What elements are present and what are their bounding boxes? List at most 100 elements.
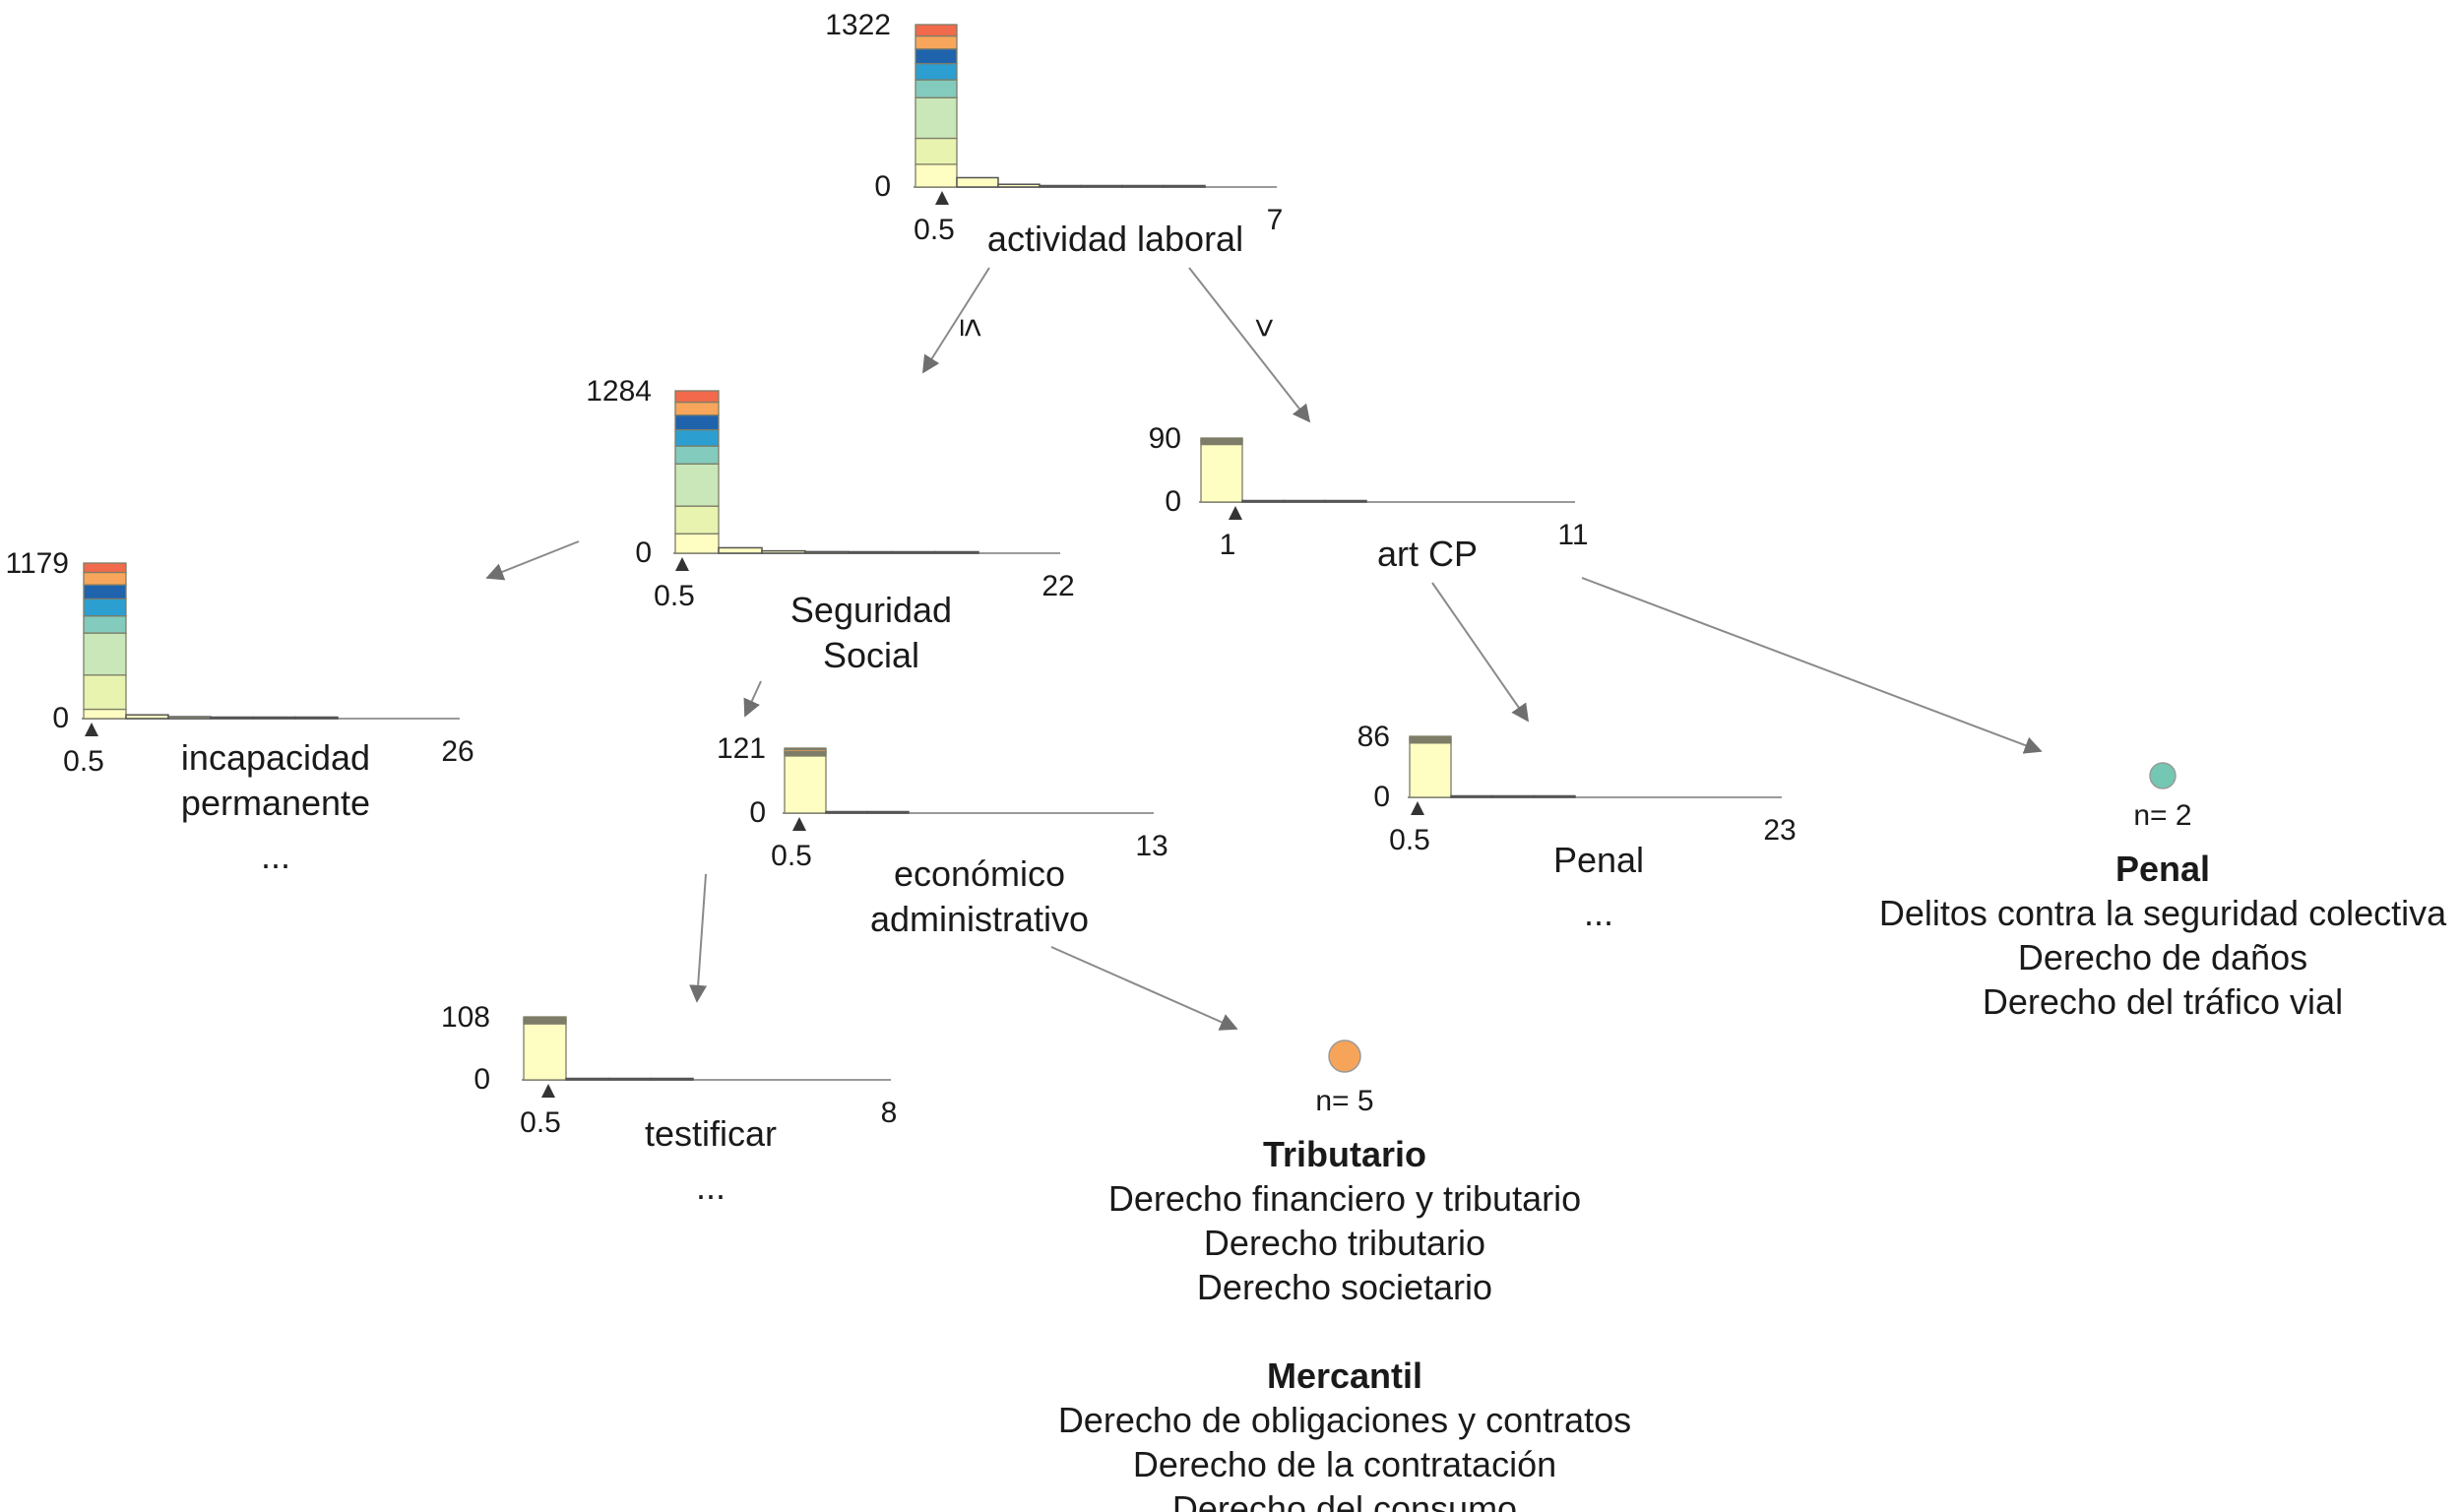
tail-bin [934, 550, 979, 554]
tail-bin [997, 183, 1041, 188]
feature-label: actividad laboral [987, 219, 1243, 259]
stack-segment [915, 34, 958, 50]
split-marker-icon [675, 557, 689, 571]
edge-label-root-to-artcp: > [1245, 318, 1283, 338]
split-marker-icon [1411, 801, 1424, 815]
leaf-class-item: Delitos contra la seguridad colectiva [1879, 893, 2447, 933]
stack-segment [1200, 437, 1243, 440]
edge-seguridad-to-incapacidad [485, 540, 580, 581]
axis-end-label: 26 [441, 735, 473, 768]
split-node-root: 1322 0 0.5 7 actividad laboral [825, 9, 1283, 259]
split-marker-icon [85, 723, 98, 736]
tail-bin [891, 550, 936, 554]
edge-root-to-seguridad [922, 267, 990, 374]
edge-economico-to-testificar [689, 873, 708, 1003]
feature-label: art CP [1377, 534, 1478, 574]
tail-bin [167, 716, 212, 720]
stack-segment [784, 755, 827, 814]
split-value-label: 0.5 [63, 745, 104, 778]
edge-seguridad-to-economico [743, 680, 762, 718]
axis-max-label: 121 [717, 732, 766, 765]
stack-segment [83, 632, 127, 676]
axis-zero-label: 0 [1373, 781, 1390, 813]
split-marker-icon [1229, 506, 1242, 520]
feature-label: testificar [645, 1113, 777, 1154]
tail-bin [848, 550, 893, 554]
stack-segment [674, 414, 720, 431]
stack-segment [674, 401, 720, 416]
split-value-label: 0.5 [771, 840, 812, 872]
axis-max-label: 90 [1149, 422, 1181, 455]
leaf-class-title: Penal [2115, 849, 2210, 889]
collapsed-subtree-ellipsis: ... [696, 1166, 726, 1207]
edge-label-root-to-seguridad: ≤ [953, 319, 990, 338]
axis-end-label: 22 [1041, 570, 1074, 602]
tail-bin [294, 716, 339, 720]
edge-root-to-artcp [1188, 267, 1311, 423]
axis-max-label: 1284 [586, 375, 652, 408]
tail-bin [1080, 184, 1123, 188]
stack-segment [915, 48, 958, 65]
tail-bin [1533, 794, 1576, 798]
leaf-class-item: Derecho del consumo [1172, 1488, 1517, 1512]
stack-segment [83, 674, 127, 711]
tail-bin [1241, 499, 1285, 503]
tail-bin [210, 716, 254, 720]
leaf-class-item: Derecho societario [1197, 1267, 1492, 1307]
axis-zero-label: 0 [52, 702, 69, 734]
split-value-label: 0.5 [1389, 824, 1430, 856]
stack-segment [674, 445, 720, 465]
stack-segment [1200, 443, 1243, 503]
edges-layer: ≤> [485, 267, 2043, 1031]
edge-economico-to-leaf_tributario [1050, 946, 1238, 1031]
axis-max-label: 86 [1357, 721, 1390, 753]
stack-segment [523, 1023, 567, 1081]
stack-segment [915, 24, 958, 37]
tail-bin [1324, 499, 1367, 503]
axis-max-label: 1179 [5, 547, 69, 580]
stack-segment [915, 163, 958, 188]
feature-label: Penal [1553, 840, 1644, 880]
split-value-label: 0.5 [914, 214, 955, 246]
tail-bin [825, 810, 868, 814]
stack-segment [83, 584, 127, 599]
tail-bin [1491, 794, 1535, 798]
stack-segment [915, 137, 958, 165]
split-value-label: 0.5 [520, 1106, 561, 1139]
edge-artcp-to-leaf_penal [1581, 577, 2043, 754]
axis-end-label: 8 [881, 1097, 898, 1129]
axis-end-label: 7 [1267, 204, 1284, 236]
leaf-class-item: Derecho financiero y tributario [1108, 1178, 1581, 1219]
collapsed-subtree-ellipsis: ... [1584, 893, 1613, 933]
leaf-dot-icon [2149, 762, 2177, 789]
axis-end-label: 23 [1763, 814, 1796, 847]
tail-bin [565, 1077, 609, 1081]
tail-bin [1121, 184, 1165, 188]
stack-segment [83, 708, 127, 720]
split-marker-icon [935, 191, 949, 205]
axis-zero-label: 0 [749, 796, 766, 829]
tail-bin [718, 546, 763, 554]
feature-label: económico [894, 853, 1065, 894]
tail-bin [1450, 794, 1493, 798]
split-value-label: 0.5 [654, 580, 695, 612]
axis-zero-label: 0 [874, 170, 891, 203]
collapsed-subtree-ellipsis: ... [261, 836, 290, 876]
split-marker-icon [792, 817, 806, 831]
axis-max-label: 1322 [825, 9, 891, 41]
stack-segment [674, 533, 720, 554]
tail-bin [1039, 184, 1082, 188]
feature-label: Seguridad [790, 590, 952, 630]
stack-segment [83, 562, 127, 574]
leaf-class-item: Derecho de obligaciones y contratos [1058, 1400, 1631, 1440]
stack-segment [915, 96, 958, 140]
leaf-class-title: Tributario [1263, 1134, 1426, 1174]
tail-bin [761, 549, 806, 554]
